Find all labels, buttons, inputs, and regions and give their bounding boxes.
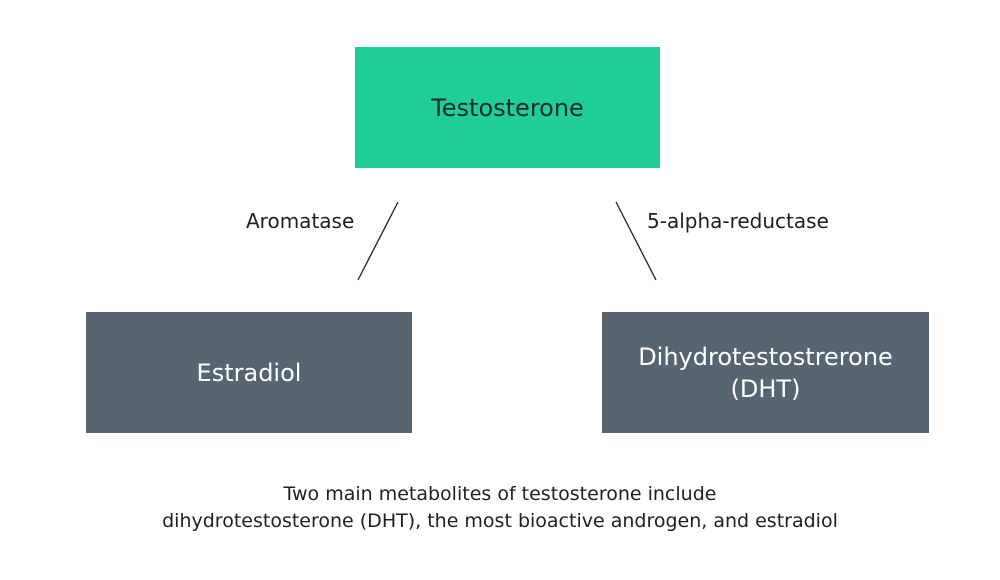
connector-aromatase [357, 201, 399, 281]
edge-label-aromatase: Aromatase [246, 209, 355, 233]
diagram-caption: Two main metabolites of testosterone inc… [0, 481, 1000, 535]
node-testosterone: Testosterone [355, 47, 660, 168]
caption-line2: dihydrotestosterone (DHT), the most bioa… [162, 510, 838, 532]
edge-label-5-alpha-reductase: 5-alpha-reductase [647, 209, 829, 233]
node-estradiol: Estradiol [86, 312, 412, 433]
node-dht: Dihydrotestostrerone (DHT) [602, 312, 929, 433]
node-dht-label-line1: Dihydrotestostrerone [638, 342, 893, 371]
connector-5-alpha-reductase [615, 201, 657, 281]
node-estradiol-label: Estradiol [196, 358, 302, 387]
node-testosterone-label: Testosterone [431, 93, 584, 122]
caption-line1: Two main metabolites of testosterone inc… [283, 483, 717, 505]
node-dht-label-line2: (DHT) [730, 374, 801, 403]
